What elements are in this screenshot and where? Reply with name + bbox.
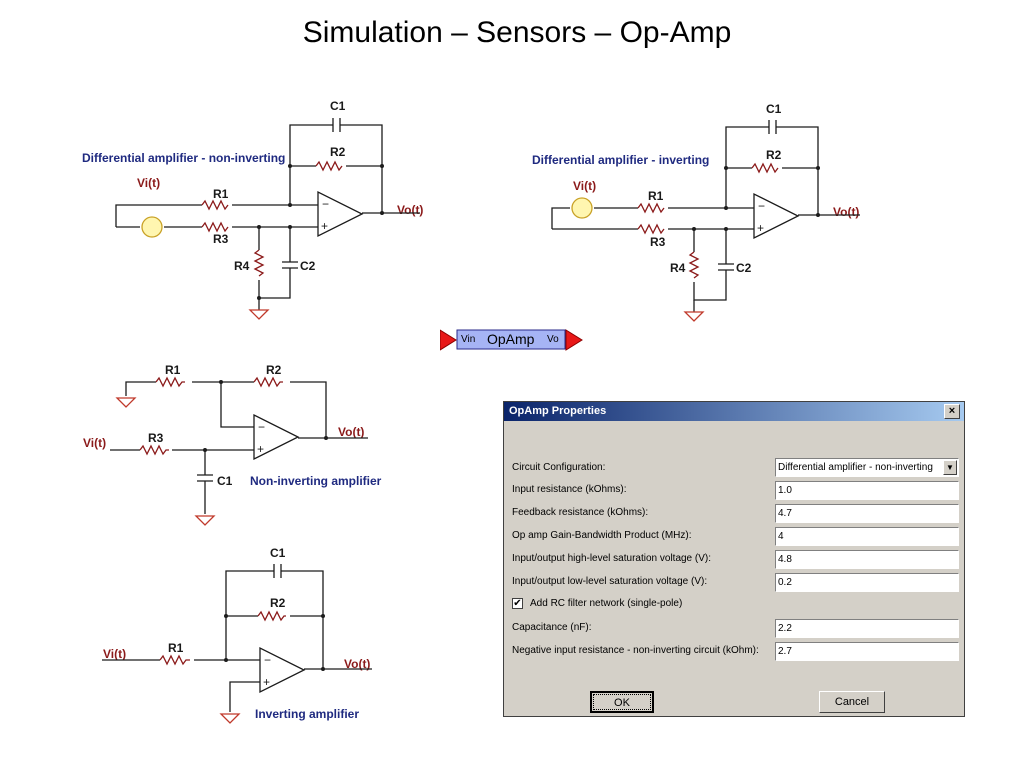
block-vin-label: Vin (461, 334, 476, 345)
feedback-res-field[interactable]: 4.7 (775, 504, 959, 523)
c1-label: C1 (330, 99, 346, 113)
gbw-field[interactable]: 4 (775, 527, 959, 546)
vo-label: Vo(t) (397, 203, 423, 217)
r3-label: R3 (148, 431, 164, 445)
r1-label: R1 (213, 187, 229, 201)
c2-label: C2 (736, 261, 752, 275)
svg-text:−: − (258, 420, 265, 434)
svg-text:+: + (757, 221, 764, 235)
circuit-config-select[interactable]: Differential amplifier - non-inverting ▼ (775, 458, 959, 477)
circuit-diff-inv: Differential amplifier - inverting C1 R2… (532, 102, 860, 322)
cap-field[interactable]: 2.2 (775, 619, 959, 638)
opamp-properties-dialog: OpAmp Properties × Circuit Configuration… (503, 401, 965, 717)
gbw-label: Op amp Gain-Bandwidth Product (MHz): (512, 530, 692, 541)
vi-label: Vi(t) (83, 436, 106, 450)
cancel-button[interactable]: Cancel (819, 691, 885, 713)
svg-text:+: + (257, 442, 264, 456)
vo-label: Vo(t) (833, 205, 859, 219)
r3-label: R3 (650, 235, 666, 249)
neg-res-label: Negative input resistance - non-invertin… (512, 645, 759, 656)
noninv-title: Non-inverting amplifier (250, 474, 382, 488)
r3-label: R3 (213, 232, 229, 246)
input-res-label: Input resistance (kOhms): (512, 484, 627, 495)
ok-button[interactable]: OK (590, 691, 654, 713)
chevron-down-icon[interactable]: ▼ (943, 460, 957, 475)
vo-label: Vo(t) (338, 425, 364, 439)
circuit-config-value: Differential amplifier - non-inverting (778, 462, 933, 473)
r2-label: R2 (766, 148, 782, 162)
dialog-title: OpAmp Properties (509, 405, 607, 417)
circuit-inv: C1 R2 Vi(t) R1 Vo(t) Inverting amplifier… (102, 546, 372, 724)
svg-text:+: + (263, 675, 270, 689)
low-sat-label: Input/output low-level saturation voltag… (512, 576, 708, 587)
circuit-config-label: Circuit Configuration: (512, 462, 606, 473)
r4-label: R4 (670, 261, 686, 275)
c1-label: C1 (766, 102, 782, 116)
slide-title: Simulation – Sensors – Op-Amp (302, 16, 732, 49)
cap-label: Capacitance (nF): (512, 622, 592, 633)
high-sat-field[interactable]: 4.8 (775, 550, 959, 569)
input-res-field[interactable]: 1.0 (775, 481, 959, 500)
vo-label: Vo(t) (344, 657, 370, 671)
vi-label: Vi(t) (573, 179, 596, 193)
r1-label: R1 (165, 363, 181, 377)
svg-text:+: + (321, 219, 328, 233)
r2-label: R2 (330, 145, 346, 159)
low-sat-field[interactable]: 0.2 (775, 573, 959, 592)
block-vo-label: Vo (547, 334, 559, 345)
feedback-res-label: Feedback resistance (kOhms): (512, 507, 649, 518)
diff-noninv-title: Differential amplifier - non-inverting (82, 151, 285, 165)
rc-filter-checkbox[interactable]: ✔ (512, 598, 523, 609)
svg-text:−: − (322, 197, 329, 211)
circuit-noninv: R1 R2 Vi(t) R3 C1 Vo(t) Non-inverting am… (83, 363, 382, 526)
r2-label: R2 (270, 596, 286, 610)
close-button[interactable]: × (944, 404, 960, 419)
c1-label: C1 (270, 546, 286, 560)
neg-res-field[interactable]: 2.7 (775, 642, 959, 661)
svg-text:−: − (758, 199, 765, 213)
block-name: OpAmp (487, 331, 535, 347)
vi-label: Vi(t) (137, 176, 160, 190)
r4-label: R4 (234, 259, 250, 273)
r2-label: R2 (266, 363, 282, 377)
rc-filter-label: Add RC filter network (single-pole) (530, 598, 683, 609)
circuit-diff-noninv: Differential amplifier - non-inverting C… (82, 99, 423, 320)
diff-inv-title: Differential amplifier - inverting (532, 153, 709, 167)
dialog-titlebar: OpAmp Properties × (504, 402, 964, 421)
r1-label: R1 (648, 189, 664, 203)
vi-label: Vi(t) (103, 647, 126, 661)
c2-label: C2 (300, 259, 316, 273)
inv-title: Inverting amplifier (255, 707, 359, 721)
c1-label: C1 (217, 474, 233, 488)
opamp-block[interactable]: Vin OpAmp Vo (439, 329, 586, 356)
r1-label: R1 (168, 641, 184, 655)
svg-text:−: − (264, 653, 271, 667)
high-sat-label: Input/output high-level saturation volta… (512, 553, 712, 564)
